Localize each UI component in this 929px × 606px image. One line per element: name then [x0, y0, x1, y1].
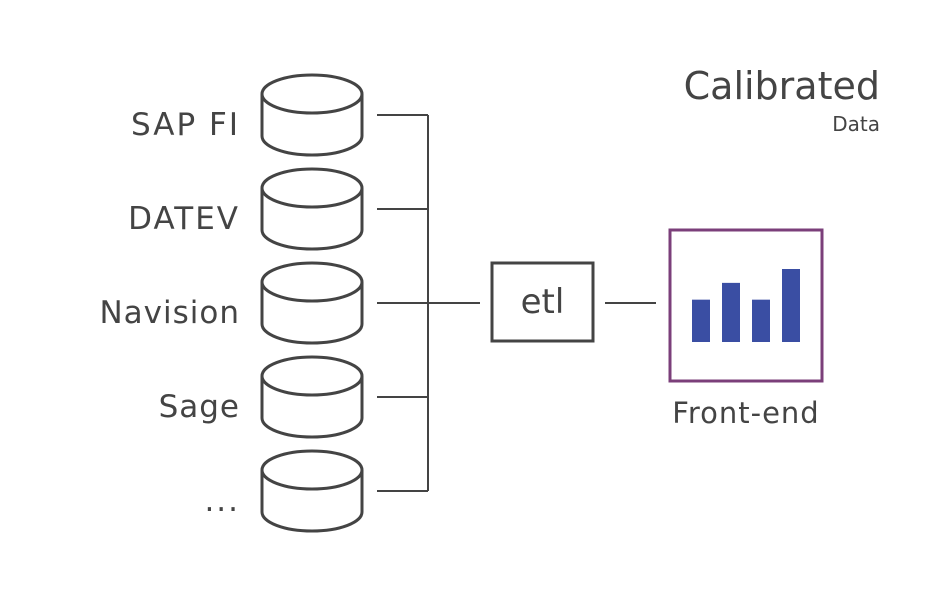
- database-icon: [260, 449, 364, 533]
- database-body: [260, 282, 364, 345]
- chart-bar: [752, 299, 770, 342]
- database-top: [260, 261, 364, 303]
- database-top: [260, 355, 364, 397]
- frontend-label: Front-end: [672, 396, 820, 430]
- database-top: [260, 73, 364, 115]
- source-label-navision: Navision: [99, 295, 240, 331]
- chart-bar: [692, 299, 710, 342]
- database-icon: [260, 167, 364, 251]
- source-label-more: ...: [204, 483, 240, 519]
- source-label-sage: Sage: [158, 389, 240, 425]
- brand-subtitle: Data: [832, 112, 880, 136]
- database-icon: [260, 355, 364, 439]
- frontend-chart-icon: [692, 269, 800, 342]
- etl-label: etl: [520, 282, 565, 322]
- database-cylinders: [260, 73, 364, 533]
- database-body: [260, 376, 364, 439]
- database-icon: [260, 261, 364, 345]
- source-label-datev: DATEV: [128, 201, 240, 237]
- etl-box: [490, 261, 595, 343]
- chart-bar: [722, 282, 740, 342]
- connectors: [377, 114, 656, 492]
- database-top: [260, 167, 364, 209]
- frontend-frame: [668, 228, 824, 383]
- database-icon: [260, 73, 364, 157]
- chart-bar: [782, 269, 800, 342]
- database-top: [260, 449, 364, 491]
- database-body: [260, 94, 364, 157]
- database-body: [260, 188, 364, 251]
- source-label-sap-fi: SAP FI: [131, 107, 240, 143]
- database-body: [260, 470, 364, 533]
- brand-title: Calibrated: [683, 64, 880, 108]
